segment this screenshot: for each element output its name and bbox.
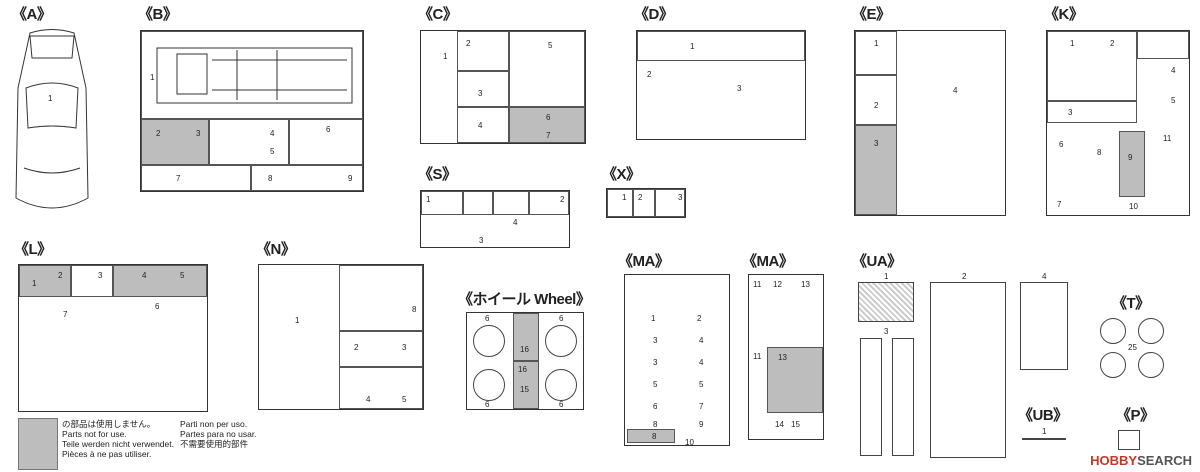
unused-cell-ma2: 13 bbox=[767, 347, 823, 413]
body-shell-a bbox=[15, 29, 89, 209]
sprue-frame-ma1: 1 2 3 4 3 4 5 5 6 7 8 9 8 10 bbox=[624, 274, 730, 447]
watermark: HOBBYSEARCH bbox=[1090, 453, 1192, 468]
unused-cell-b: 2 3 bbox=[141, 119, 209, 165]
sprue-label-s: 《S》 bbox=[418, 166, 457, 183]
wheel-part bbox=[545, 369, 577, 401]
sprue-frame-ma2: 11 12 13 11 13 14 15 bbox=[748, 274, 824, 440]
sprue-label-x: 《X》 bbox=[602, 166, 641, 183]
unused-cell-k: 9 bbox=[1119, 131, 1145, 197]
tire-part bbox=[1100, 352, 1126, 378]
chassis-cell: 1 bbox=[141, 31, 363, 119]
sprue-frame-n: 1 8 2 3 4 5 bbox=[258, 264, 424, 410]
unused-cell-wheel: 16 bbox=[513, 313, 539, 361]
sprue-label-ma2: 《MA》 bbox=[742, 253, 794, 270]
sprue-label-d: 《D》 bbox=[634, 6, 674, 23]
wheel-part bbox=[473, 369, 505, 401]
sprue-label-wheel: 《ホイール Wheel》 bbox=[458, 291, 591, 308]
clear-windows bbox=[930, 282, 1006, 458]
wheel-part bbox=[473, 325, 505, 357]
sprue-label-l: 《L》 bbox=[14, 241, 52, 258]
sprue-label-ua: 《UA》 bbox=[852, 253, 902, 270]
unused-cell-l2: 4 5 bbox=[113, 265, 207, 297]
tire-part bbox=[1138, 352, 1164, 378]
sprue-label-ub: 《UB》 bbox=[1018, 407, 1068, 424]
sprue-frame-k: 1 2 4 5 3 6 7 8 9 10 11 bbox=[1046, 30, 1190, 216]
wheel-part bbox=[545, 325, 577, 357]
unused-cell-ma1: 8 bbox=[627, 429, 675, 443]
unused-cell-c: 6 7 bbox=[509, 107, 585, 143]
unused-legend-swatch bbox=[18, 418, 58, 470]
sprue-label-ma1: 《MA》 bbox=[618, 253, 670, 270]
sprue-frame-d: 1 2 3 bbox=[636, 30, 806, 140]
sprue-frame-b: 1 2 3 4 5 6 7 8 9 bbox=[140, 30, 364, 192]
sprue-label-a: 《A》 bbox=[12, 6, 52, 23]
sprue-frame-wheel: 16 16 15 6 6 6 6 bbox=[466, 312, 584, 410]
tire-part bbox=[1100, 318, 1126, 344]
sprue-label-c: 《C》 bbox=[418, 6, 458, 23]
unused-cell-l1: 1 2 bbox=[19, 265, 71, 297]
chassis-part bbox=[156, 47, 353, 104]
sprue-frame-x: 1 2 3 bbox=[606, 188, 686, 218]
sprue-label-t: 《T》 bbox=[1112, 295, 1150, 312]
sprue-frame-e: 1 2 3 4 bbox=[854, 30, 1006, 216]
sprue-label-p: 《P》 bbox=[1116, 407, 1155, 424]
unused-cell-e: 3 bbox=[855, 125, 897, 215]
sprue-label-n: 《N》 bbox=[256, 241, 296, 258]
sprue-frame-c: 1 2 3 4 5 6 7 bbox=[420, 30, 586, 144]
sprue-label-e: 《E》 bbox=[852, 6, 891, 23]
sprue-label-b: 《B》 bbox=[138, 6, 178, 23]
sprue-frame-s: 1 2 3 4 bbox=[420, 190, 570, 248]
clear-part bbox=[858, 282, 914, 322]
sprue-frame-l: 1 2 3 4 5 6 7 bbox=[18, 264, 208, 412]
sprue-label-k: 《K》 bbox=[1044, 6, 1084, 23]
unused-cell-wheel: 16 15 bbox=[513, 361, 539, 409]
part-number: 1 bbox=[48, 94, 53, 103]
tire-part bbox=[1138, 318, 1164, 344]
